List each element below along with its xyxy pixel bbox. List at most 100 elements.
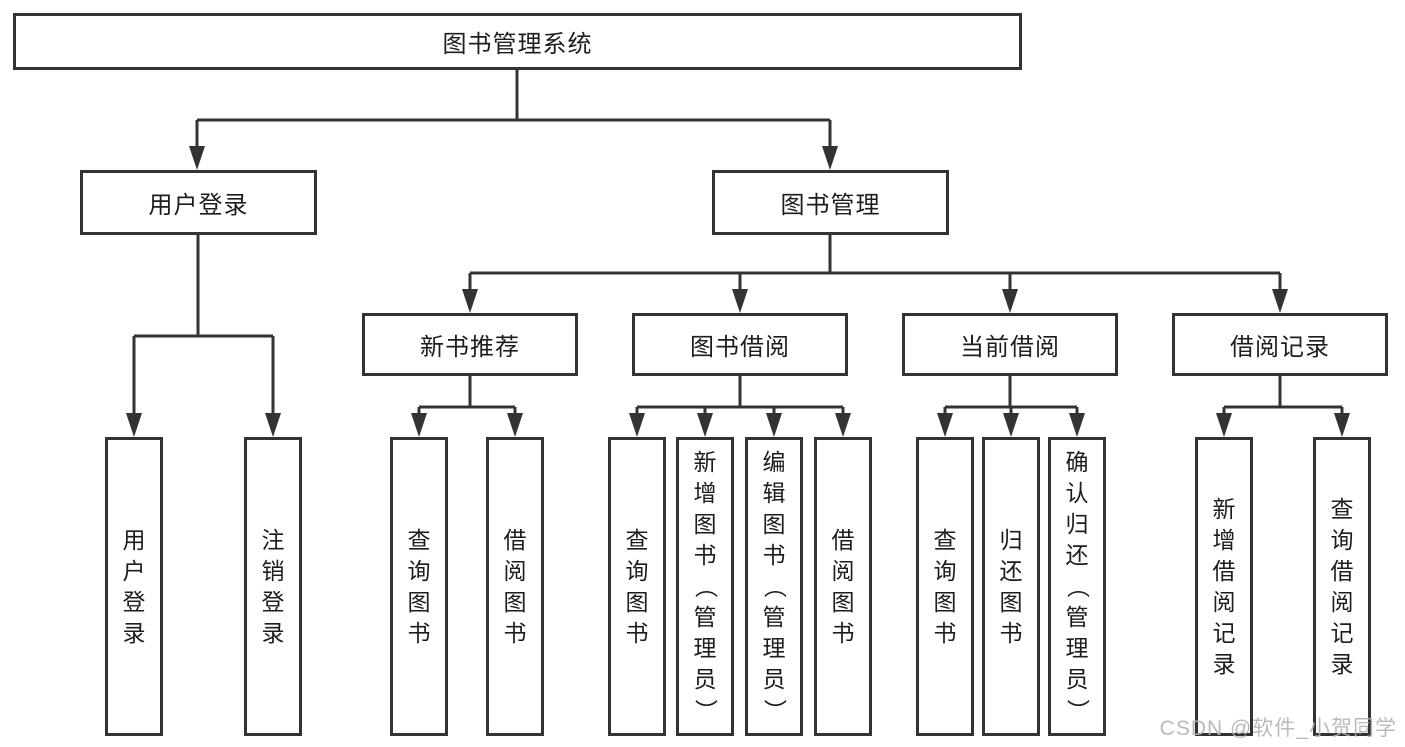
vertical-char: 编: [762, 449, 786, 475]
leaf-br-add-record-label: 新增借阅记录: [1213, 494, 1236, 680]
vertical-char: 书: [831, 619, 855, 646]
vertical-char: 销: [261, 557, 285, 584]
vertical-char: （: [692, 575, 719, 598]
vertical-char: 图: [999, 588, 1023, 615]
vertical-char: 书: [503, 619, 527, 646]
edge-bookmgmt-to-level3: [468, 235, 1282, 292]
vertical-char: 户: [122, 557, 146, 584]
edge-root-to-level2: [195, 70, 832, 150]
leaf-cb-query-books-label: 查询图书: [934, 525, 957, 649]
vertical-char: 还: [999, 557, 1023, 584]
vertical-char: 阅: [831, 557, 855, 584]
vertical-char: 借: [1330, 557, 1354, 584]
node-current-borrowing-label: 当前借阅: [960, 334, 1060, 361]
leaf-nb-borrow-books: 借阅图书: [486, 437, 544, 736]
leaf-nb-borrow-books-label: 借阅图书: [504, 525, 527, 649]
leaf-cb-return-books: 归还图书: [982, 437, 1040, 736]
leaf-bb-borrow-books: 借阅图书: [814, 437, 872, 736]
leaf-br-query-record: 查询借阅记录: [1313, 437, 1371, 736]
vertical-char: 管: [1065, 604, 1089, 630]
vertical-char: 录: [122, 619, 146, 646]
vertical-char: 理: [1065, 635, 1089, 661]
node-new-book-recommend-label: 新书推荐: [420, 334, 520, 361]
leaf-bb-edit-books-admin: 编辑图书（管理员）: [745, 437, 803, 736]
leaf-cb-query-books: 查询图书: [916, 437, 974, 736]
vertical-char: 询: [407, 557, 431, 584]
vertical-char: 阅: [1212, 588, 1236, 615]
leaf-logout-label: 注销登录: [262, 525, 285, 649]
vertical-char: （: [761, 575, 788, 598]
vertical-char: （: [1064, 575, 1091, 598]
vertical-char: 记: [1212, 619, 1236, 646]
node-root: 图书管理系统: [13, 13, 1022, 70]
vertical-char: 查: [933, 526, 957, 553]
vertical-char: 员: [1065, 666, 1089, 692]
vertical-char: ）: [692, 699, 719, 722]
vertical-char: 新: [693, 449, 717, 475]
leaf-user-login-label: 用户登录: [123, 525, 146, 649]
vertical-char: ）: [761, 699, 788, 722]
leaf-bb-borrow-books-label: 借阅图书: [832, 525, 855, 649]
node-user-login-label: 用户登录: [148, 192, 249, 219]
leaf-br-query-record-label: 查询借阅记录: [1331, 494, 1354, 680]
vertical-char: 图: [762, 511, 786, 537]
leaf-bb-edit-books-admin-label: 编辑图书（管理员）: [762, 447, 788, 726]
vertical-char: 借: [831, 526, 855, 553]
vertical-char: ）: [1064, 699, 1091, 722]
vertical-char: 查: [625, 526, 649, 553]
vertical-char: 图: [625, 588, 649, 615]
edge-currentborrow-to-leaves: [943, 376, 1079, 416]
node-book-management-label: 图书管理: [780, 192, 881, 219]
vertical-char: 图: [407, 588, 431, 615]
leaf-nb-query-books: 查询图书: [390, 437, 448, 736]
vertical-char: 增: [693, 480, 717, 506]
vertical-char: 图: [503, 588, 527, 615]
vertical-char: 登: [122, 588, 146, 615]
node-borrow-records-label: 借阅记录: [1230, 334, 1330, 361]
vertical-char: 员: [693, 666, 717, 692]
node-book-borrowing-label: 图书借阅: [690, 334, 790, 361]
edge-borrowrecords-to-leaves: [1222, 376, 1344, 416]
vertical-char: 图: [831, 588, 855, 615]
vertical-char: 录: [1330, 650, 1354, 677]
leaf-cb-confirm-return-admin-label: 确认归还（管理员）: [1065, 447, 1091, 726]
leaf-bb-query-books-label: 查询图书: [626, 525, 649, 649]
node-root-label: 图书管理系统: [442, 31, 593, 58]
vertical-char: 阅: [1330, 588, 1354, 615]
edge-userlogin-to-leaves: [132, 235, 275, 416]
node-user-login: 用户登录: [80, 170, 317, 235]
vertical-char: 管: [762, 604, 786, 630]
vertical-char: 登: [261, 588, 285, 615]
vertical-char: 询: [625, 557, 649, 584]
vertical-char: 增: [1212, 526, 1236, 553]
vertical-char: 书: [933, 619, 957, 646]
vertical-char: 查: [407, 526, 431, 553]
vertical-char: 归: [1065, 511, 1089, 537]
node-borrow-records: 借阅记录: [1172, 313, 1388, 376]
leaf-br-add-record: 新增借阅记录: [1195, 437, 1253, 736]
vertical-char: 图: [933, 588, 957, 615]
vertical-char: 新: [1212, 495, 1236, 522]
vertical-char: 书: [762, 542, 786, 568]
edge-bookborrow-to-leaves: [635, 376, 845, 416]
vertical-char: 录: [1212, 650, 1236, 677]
vertical-char: 理: [693, 635, 717, 661]
vertical-char: 询: [1330, 526, 1354, 553]
vertical-char: 员: [762, 666, 786, 692]
vertical-char: 阅: [503, 557, 527, 584]
vertical-char: 书: [693, 542, 717, 568]
vertical-char: 管: [693, 604, 717, 630]
vertical-char: 还: [1065, 542, 1089, 568]
node-new-book-recommend: 新书推荐: [362, 313, 578, 376]
leaf-cb-return-books-label: 归还图书: [1000, 525, 1023, 649]
leaf-cb-confirm-return-admin: 确认归还（管理员）: [1048, 437, 1106, 736]
vertical-char: 归: [999, 526, 1023, 553]
watermark: CSDN @软件_小贺同学: [1159, 717, 1397, 740]
vertical-char: 辑: [762, 480, 786, 506]
vertical-char: 认: [1065, 480, 1089, 506]
vertical-char: 查: [1330, 495, 1354, 522]
vertical-char: 记: [1330, 619, 1354, 646]
vertical-char: 录: [261, 619, 285, 646]
